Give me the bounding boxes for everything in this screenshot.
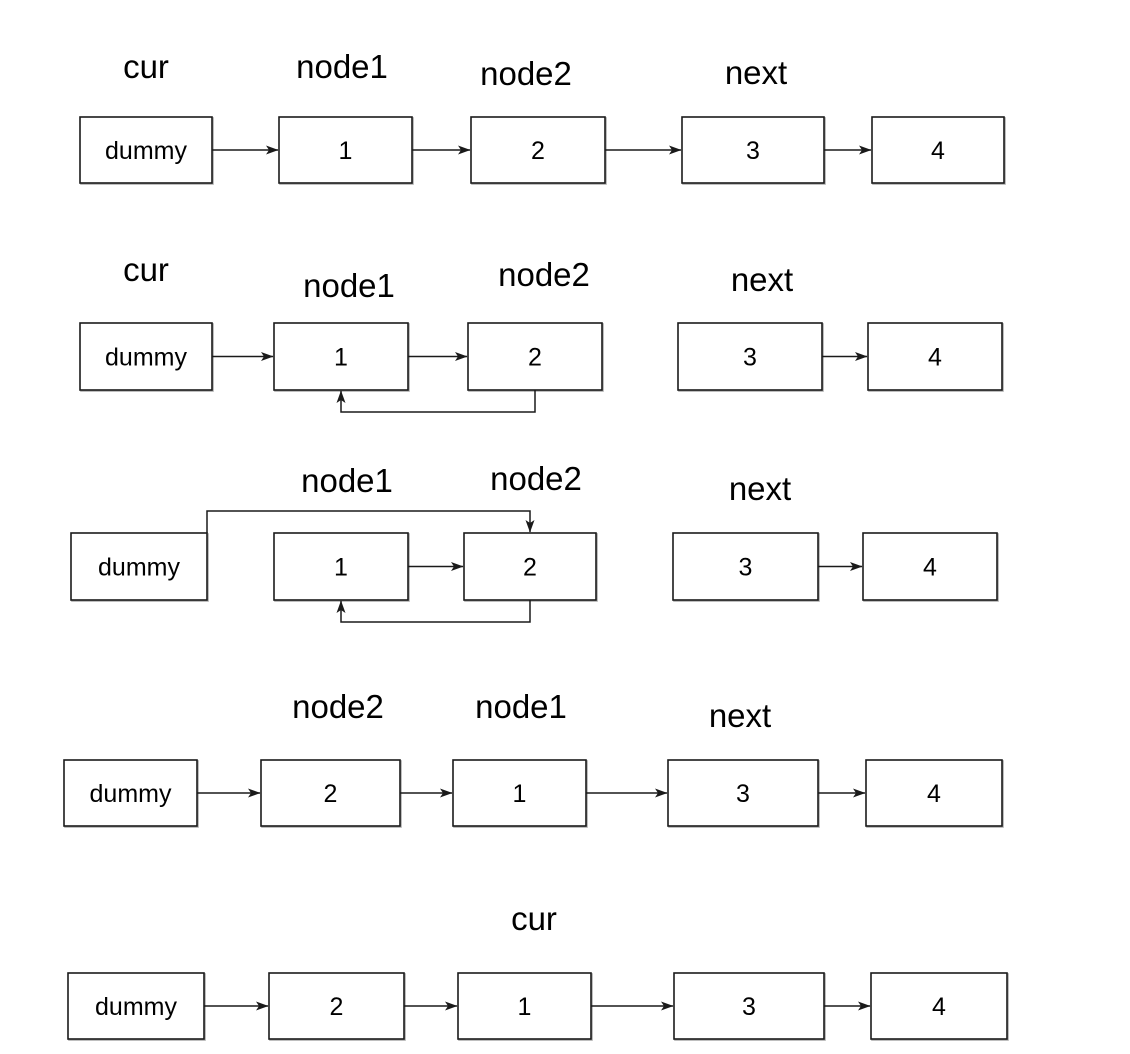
list-node-c: 3 — [672, 532, 819, 601]
node-value: 3 — [746, 137, 760, 165]
list-node-b: 1 — [452, 759, 587, 827]
pointer-label-node1: node1 — [475, 688, 567, 725]
list-node-c: 3 — [667, 759, 819, 827]
list-node-dummy: dummy — [79, 116, 213, 184]
node-box — [470, 116, 606, 184]
list-node-a: 1 — [273, 322, 409, 391]
node-box — [260, 759, 401, 827]
pointer-label-node2: node2 — [490, 460, 582, 497]
node-value: 4 — [923, 554, 937, 582]
node-value: 2 — [523, 554, 537, 582]
pointer-label-next: next — [729, 470, 791, 507]
list-node-b: 2 — [467, 322, 603, 391]
node-value: 4 — [931, 137, 945, 165]
list-node-b: 2 — [470, 116, 606, 184]
pointer-label-cur: cur — [511, 900, 557, 937]
node-box — [79, 322, 213, 391]
pointer-arrow-loop-under-b-to-a — [336, 390, 536, 413]
node-value: dummy — [105, 344, 187, 372]
node-box — [677, 322, 823, 391]
pointer-label-next: next — [709, 697, 771, 734]
list-node-c: 3 — [681, 116, 825, 184]
node-box — [870, 972, 1008, 1040]
pointer-label-node2: node2 — [498, 256, 590, 293]
node-value: 1 — [513, 780, 527, 808]
list-node-d: 4 — [862, 532, 998, 601]
diagram-row-2-step-2-node2-points-to-node1: dummy 1 2 3 4 cur node1 node2 next — [79, 251, 1003, 413]
node-value: 1 — [334, 344, 348, 372]
node-box — [467, 322, 603, 391]
node-box — [463, 532, 597, 601]
node-value: 2 — [531, 137, 545, 165]
pointer-label-node1: node1 — [303, 267, 395, 304]
node-value: 2 — [528, 344, 542, 372]
list-node-b: 2 — [463, 532, 597, 601]
node-box — [672, 532, 819, 601]
list-node-dummy: dummy — [67, 972, 205, 1040]
list-node-a: 1 — [273, 532, 409, 601]
node-value: 3 — [736, 780, 750, 808]
list-node-a: 2 — [260, 759, 401, 827]
pointer-label-node1: node1 — [301, 462, 393, 499]
list-node-a: 1 — [278, 116, 413, 184]
node-value: 4 — [928, 344, 942, 372]
list-node-c: 3 — [677, 322, 823, 391]
node-box — [268, 972, 405, 1040]
node-value: 3 — [739, 554, 753, 582]
list-node-dummy: dummy — [70, 532, 208, 601]
node-box — [673, 972, 825, 1040]
pointer-arrow-over-top-dummy-to-b — [206, 510, 535, 533]
node-value: dummy — [98, 554, 180, 582]
pointer-arrow-loop-under-b-to-a — [336, 600, 531, 623]
node-value: 3 — [743, 344, 757, 372]
diagram-row-1-step-1-initial-list: dummy 1 2 3 4 cur node1 node2 next — [79, 48, 1005, 184]
pointer-label-node1: node1 — [296, 48, 388, 85]
node-value: dummy — [90, 780, 172, 808]
pointer-label-next: next — [725, 54, 787, 91]
list-node-dummy: dummy — [63, 759, 198, 827]
list-node-d: 4 — [870, 972, 1008, 1040]
node-value: dummy — [95, 993, 177, 1021]
node-value: 2 — [330, 993, 344, 1021]
diagram-row-4-step-4-node1-points-to-next: dummy 2 1 3 4 node2 node1 next — [63, 688, 1003, 827]
node-box — [70, 532, 208, 601]
diagram-row-5-step-5-advance-cur: dummy 2 1 3 4 cur — [67, 900, 1008, 1040]
node-box — [865, 759, 1003, 827]
pointer-label-cur: cur — [123, 48, 169, 85]
node-box — [278, 116, 413, 184]
node-value: 1 — [518, 993, 532, 1021]
pointer-label-cur: cur — [123, 251, 169, 288]
node-box — [79, 116, 213, 184]
pointer-label-node2: node2 — [292, 688, 384, 725]
diagram-rows: dummy 1 2 3 4 cur node1 node2 next dummy 1 2 3 4 cur no… — [63, 48, 1008, 1040]
pointer-label-next: next — [731, 261, 793, 298]
diagram-row-3-step-3-cur-points-to-node2: dummy 1 2 3 4 node1 node2 next — [70, 460, 998, 623]
node-value: 1 — [334, 554, 348, 582]
list-node-a: 2 — [268, 972, 405, 1040]
node-box — [871, 116, 1005, 184]
node-value: 1 — [339, 137, 353, 165]
node-box — [667, 759, 819, 827]
list-node-d: 4 — [865, 759, 1003, 827]
list-node-d: 4 — [867, 322, 1003, 391]
pointer-label-node2: node2 — [480, 55, 572, 92]
node-value: 4 — [927, 780, 941, 808]
node-box — [862, 532, 998, 601]
list-node-dummy: dummy — [79, 322, 213, 391]
node-box — [63, 759, 198, 827]
node-value: 2 — [324, 780, 338, 808]
node-box — [452, 759, 587, 827]
list-node-c: 3 — [673, 972, 825, 1040]
node-value: 3 — [742, 993, 756, 1021]
node-value: dummy — [105, 137, 187, 165]
node-value: 4 — [932, 993, 946, 1021]
node-box — [867, 322, 1003, 391]
list-node-b: 1 — [457, 972, 592, 1040]
list-node-d: 4 — [871, 116, 1005, 184]
node-box — [273, 532, 409, 601]
